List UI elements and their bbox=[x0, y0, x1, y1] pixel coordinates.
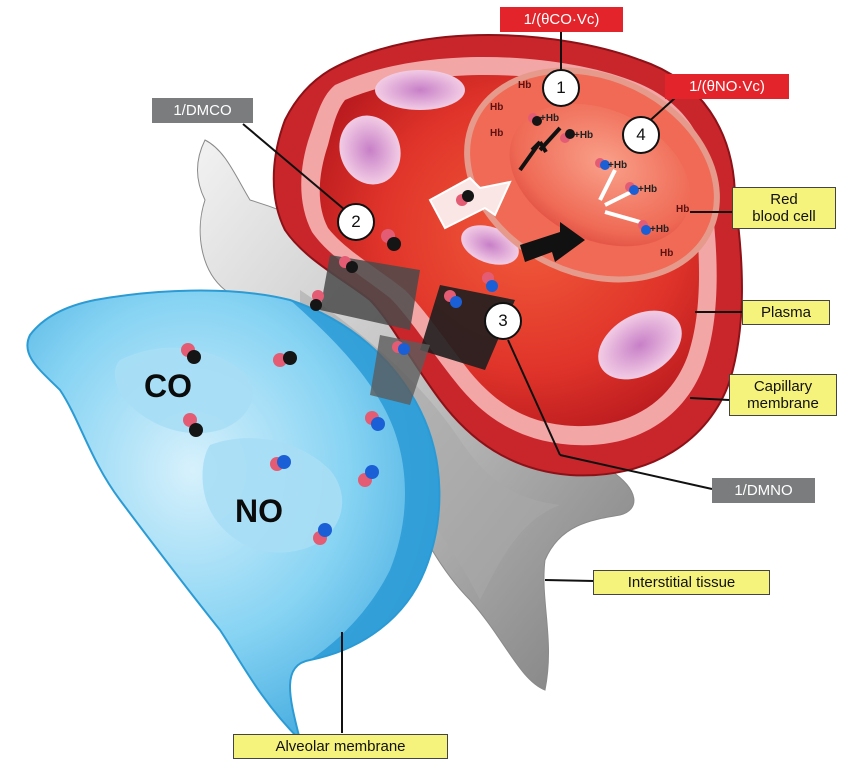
co-molecule bbox=[273, 351, 297, 367]
formula-theta-co: 1/(θCO·Vc) bbox=[500, 7, 623, 32]
hb-label: Hb bbox=[660, 248, 674, 259]
step-marker-3: 3 bbox=[484, 302, 522, 340]
capillary-membrane-label-line2: membrane bbox=[747, 395, 819, 412]
no-molecule bbox=[482, 272, 498, 292]
formula-dmno: 1/DMNO bbox=[712, 478, 815, 503]
plus-hb-label: +Hb bbox=[540, 113, 560, 124]
formula-dmco: 1/DMCO bbox=[152, 98, 253, 123]
no-molecule bbox=[638, 220, 651, 235]
formula-theta-no: 1/(θNO·Vc) bbox=[665, 74, 789, 99]
capillary-membrane-label-line1: Capillary bbox=[753, 378, 813, 395]
pathway-band-co bbox=[320, 255, 420, 330]
pink-cell bbox=[339, 115, 401, 185]
no-label: NO bbox=[235, 493, 283, 529]
co-molecule bbox=[456, 190, 474, 206]
co-molecule bbox=[528, 113, 542, 126]
step-marker-2: 2 bbox=[337, 203, 375, 241]
hb-label: Hb bbox=[676, 204, 690, 215]
co-reaction-arrow bbox=[538, 126, 562, 152]
co-label: CO bbox=[144, 368, 192, 404]
co-molecule bbox=[183, 413, 203, 437]
no-molecule bbox=[444, 290, 462, 308]
red-blood-cell-label-line2: blood cell bbox=[752, 208, 816, 225]
red-blood-cell-label: Red blood cell bbox=[732, 187, 836, 229]
alveolar-fold bbox=[202, 438, 343, 553]
no-reaction-arrow bbox=[598, 169, 617, 201]
pathway-band-lower bbox=[370, 335, 430, 405]
co-molecule bbox=[339, 256, 358, 273]
step-marker-4: 4 bbox=[622, 116, 660, 154]
co-diffusion-arrow bbox=[428, 176, 512, 230]
step-marker-1: 1 bbox=[542, 69, 580, 107]
co-molecule bbox=[560, 129, 575, 143]
pink-cell bbox=[598, 310, 682, 380]
interstitial-tissue-label: Interstitial tissue bbox=[593, 570, 770, 595]
no-molecule bbox=[358, 465, 379, 487]
pink-cell bbox=[375, 70, 465, 110]
plus-hb-label: +Hb bbox=[574, 130, 594, 141]
capillary-membrane-label: Capillary membrane bbox=[729, 374, 837, 416]
no-molecule bbox=[365, 411, 385, 431]
no-reaction-arrow bbox=[604, 210, 641, 224]
co-molecule bbox=[381, 229, 401, 251]
no-molecule bbox=[625, 182, 639, 195]
plus-hb-label: +Hb bbox=[650, 224, 670, 235]
hb-label: Hb bbox=[518, 80, 532, 91]
co-molecule bbox=[310, 290, 324, 311]
no-molecule bbox=[270, 455, 291, 471]
alveolar-membrane-label: Alveolar membrane bbox=[233, 734, 448, 759]
plus-hb-label: +Hb bbox=[608, 160, 628, 171]
no-molecule bbox=[595, 158, 610, 170]
no-molecule bbox=[392, 341, 410, 355]
hb-label: Hb bbox=[490, 102, 504, 113]
alveolar-fold bbox=[114, 347, 253, 434]
plasma-label: Plasma bbox=[742, 300, 830, 325]
plus-hb-label: +Hb bbox=[638, 184, 658, 195]
no-molecule bbox=[313, 523, 332, 545]
molecules bbox=[181, 113, 651, 545]
no-diffusion-arrow bbox=[520, 222, 585, 262]
red-blood-cell-label-line1: Red bbox=[770, 191, 798, 208]
co-molecule bbox=[181, 343, 201, 364]
hb-label: Hb bbox=[490, 128, 504, 139]
